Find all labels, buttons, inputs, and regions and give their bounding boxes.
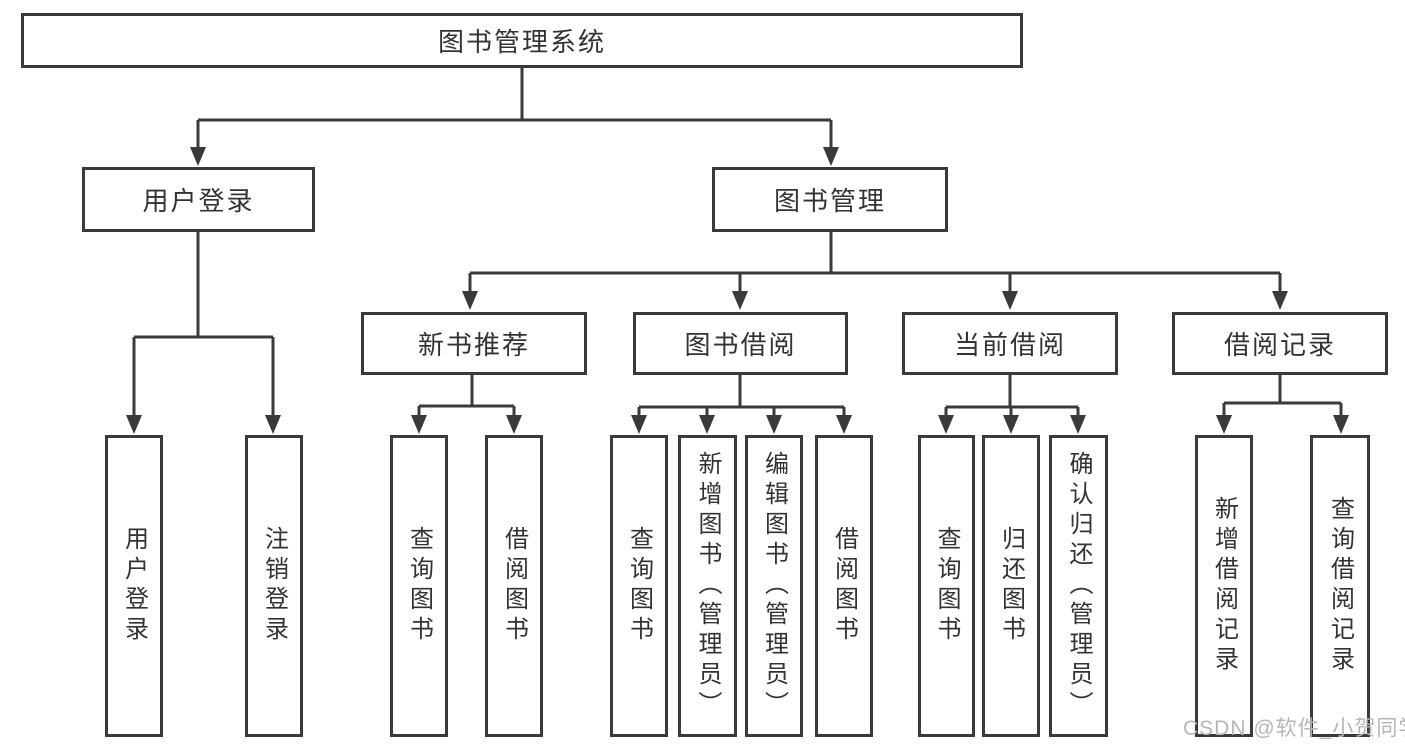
leaf-query-books-recommend: 查询图书 bbox=[390, 435, 448, 737]
node-book-management: 图书管理 bbox=[712, 167, 948, 232]
leaf-edit-books-admin: 编辑图书（管理员） bbox=[745, 435, 803, 737]
leaf-add-books-admin: 新增图书（管理员） bbox=[678, 435, 737, 737]
node-borrowing-records: 借阅记录 bbox=[1172, 312, 1388, 375]
leaf-borrow-books-recommend: 借阅图书 bbox=[485, 435, 543, 737]
leaf-user-login: 用户登录 bbox=[105, 435, 163, 737]
leaf-return-books: 归还图书 bbox=[982, 435, 1040, 737]
node-library-system: 图书管理系统 bbox=[21, 13, 1023, 68]
leaf-confirm-return-admin: 确认归还（管理员） bbox=[1049, 435, 1108, 737]
leaf-logout-login: 注销登录 bbox=[245, 435, 303, 737]
node-user-login: 用户登录 bbox=[82, 167, 315, 232]
csdn-watermark: CSDN @软件_小贺同学 bbox=[1183, 717, 1405, 740]
leaf-query-borrow-record: 查询借阅记录 bbox=[1310, 435, 1370, 737]
leaf-add-borrow-record: 新增借阅记录 bbox=[1195, 435, 1253, 737]
leaf-borrow-books: 借阅图书 bbox=[815, 435, 873, 737]
node-new-book-recommend: 新书推荐 bbox=[361, 312, 587, 375]
node-book-borrowing: 图书借阅 bbox=[633, 312, 848, 375]
node-current-borrowing: 当前借阅 bbox=[902, 312, 1118, 375]
leaf-query-books-current: 查询图书 bbox=[918, 435, 975, 737]
leaf-query-books-borrow: 查询图书 bbox=[610, 435, 668, 737]
